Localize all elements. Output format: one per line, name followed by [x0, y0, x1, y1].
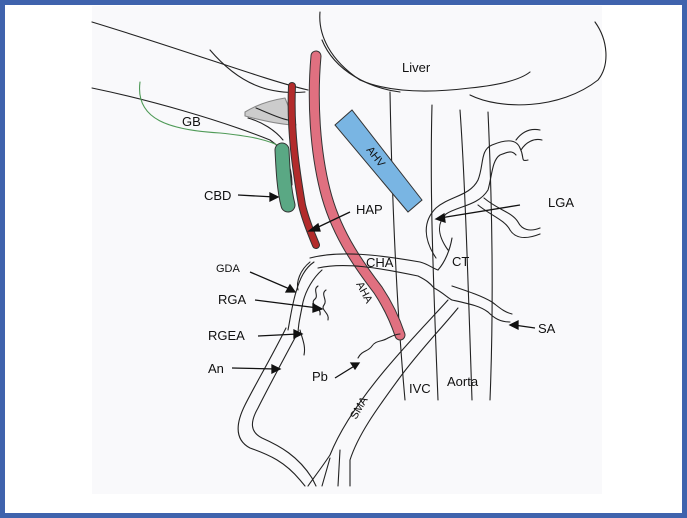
label-ct: CT	[452, 254, 469, 269]
splenic-artery	[452, 300, 510, 322]
rga-arrow	[255, 300, 318, 308]
liver-right-lobe	[470, 22, 606, 105]
label-pb: Pb	[312, 369, 328, 384]
pancreatic-branch	[358, 334, 400, 358]
liver-inner-lobe	[322, 40, 400, 92]
label-lga: LGA	[548, 195, 574, 210]
label-rgea: RGEA	[208, 328, 245, 343]
left-gastric-artery	[426, 141, 528, 258]
label-an: An	[208, 361, 224, 376]
label-cbd: CBD	[204, 188, 231, 203]
label-gda: GDA	[216, 263, 241, 275]
label-ivc: IVC	[409, 381, 431, 396]
label-gb: GB	[182, 114, 201, 129]
label-liver: Liver	[402, 60, 431, 75]
label-sa: SA	[538, 321, 556, 336]
liver-outline	[92, 22, 308, 90]
rgea-arrow	[258, 334, 298, 336]
liver-lower-edge	[92, 88, 292, 185]
label-rga: RGA	[218, 292, 247, 307]
label-sma: SMA	[348, 394, 371, 421]
liver-central-lobe	[320, 12, 530, 91]
gda-arrow	[250, 272, 292, 290]
pb-arrow	[335, 365, 356, 378]
aneurysm-arcade	[238, 328, 305, 486]
aorta-line-2	[488, 112, 492, 400]
label-hap: HAP	[356, 202, 383, 217]
an-arrow	[232, 368, 276, 369]
ivc-line	[390, 92, 405, 400]
label-aorta: Aorta	[447, 374, 479, 389]
celiac-trunk	[438, 238, 452, 270]
label-cha: CHA	[366, 255, 394, 270]
